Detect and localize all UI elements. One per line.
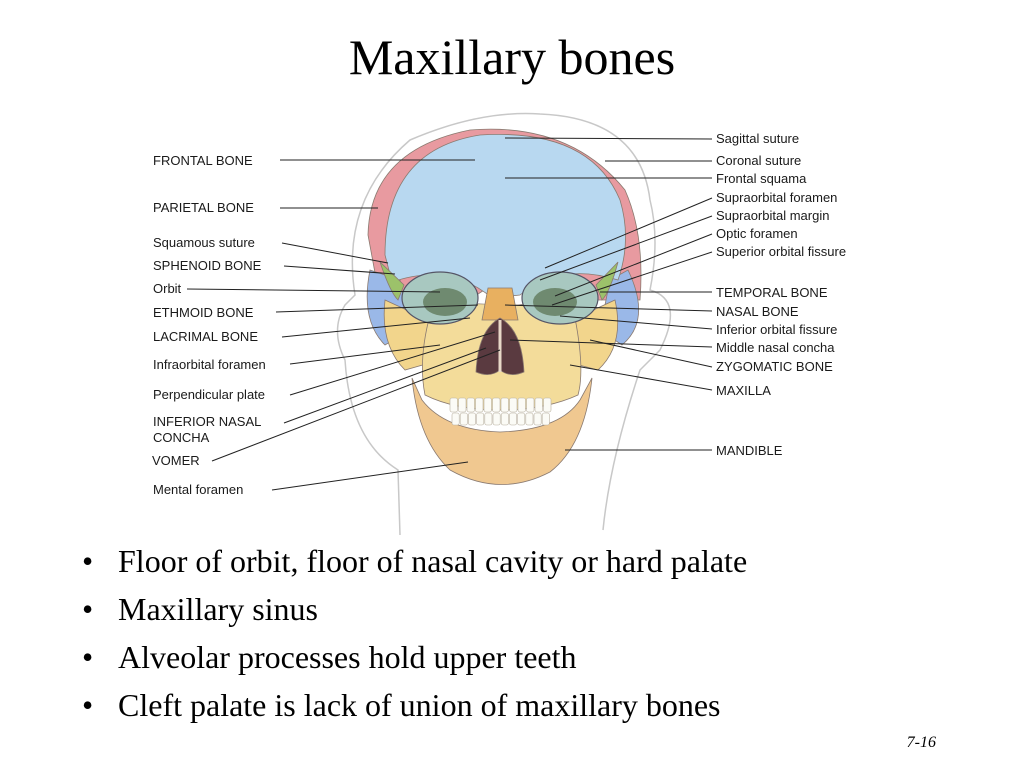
skull-diagram: FRONTAL BONE PARIETAL BONE Squamous sutu… bbox=[152, 112, 846, 536]
upper-tooth bbox=[483, 397, 492, 413]
label-middle-nasal-concha: Middle nasal concha bbox=[716, 340, 835, 355]
label-inferior-orbital-fissure: Inferior orbital fissure bbox=[716, 322, 837, 337]
nasal-bone-shape bbox=[481, 287, 519, 321]
slide-title: Maxillary bones bbox=[348, 29, 676, 85]
bullet-item: Cleft palate is lack of union of maxilla… bbox=[82, 681, 747, 729]
lower-tooth bbox=[533, 412, 542, 426]
label-frontal-bone: FRONTAL BONE bbox=[153, 153, 253, 168]
label-perpendicular-plate: Perpendicular plate bbox=[153, 387, 265, 402]
label-coronal-suture: Coronal suture bbox=[716, 153, 801, 168]
label-supraorbital-foramen: Supraorbital foramen bbox=[716, 190, 837, 205]
lower-tooth bbox=[451, 412, 460, 426]
lower-tooth bbox=[459, 412, 468, 426]
lower-tooth bbox=[468, 412, 476, 426]
lower-tooth bbox=[517, 412, 526, 426]
label-mental-foramen: Mental foramen bbox=[153, 482, 243, 497]
upper-tooth bbox=[449, 397, 458, 413]
label-lacrimal-bone: LACRIMAL BONE bbox=[153, 329, 258, 344]
label-supraorbital-margin: Supraorbital margin bbox=[716, 208, 829, 223]
upper-tooth bbox=[458, 397, 467, 413]
bullet-item: Maxillary sinus bbox=[82, 585, 747, 633]
label-infraorbital-foramen: Infraorbital foramen bbox=[153, 357, 266, 372]
leader-lines-right bbox=[504, 137, 713, 451]
head-outline bbox=[336, 112, 672, 536]
label-orbit: Orbit bbox=[153, 281, 182, 296]
lower-tooth bbox=[541, 412, 550, 426]
lower-tooth bbox=[484, 412, 493, 426]
upper-tooth bbox=[543, 397, 552, 413]
label-ethmoid-bone: ETHMOID BONE bbox=[153, 305, 254, 320]
label-optic-foramen: Optic foramen bbox=[716, 226, 798, 241]
teeth-row bbox=[449, 397, 552, 426]
label-squamous-suture: Squamous suture bbox=[153, 235, 255, 250]
upper-tooth bbox=[500, 397, 509, 413]
bullet-list: Floor of orbit, floor of nasal cavity or… bbox=[82, 537, 747, 729]
upper-tooth bbox=[517, 397, 526, 413]
label-parietal-bone: PARIETAL BONE bbox=[153, 200, 254, 215]
label-temporal-bone: TEMPORAL BONE bbox=[716, 285, 828, 300]
frontal-bone-shape bbox=[384, 134, 626, 299]
upper-tooth bbox=[526, 397, 535, 413]
label-nasal-bone: NASAL BONE bbox=[716, 304, 799, 319]
label-frontal-squama: Frontal squama bbox=[716, 171, 807, 186]
labels-right: Sagittal suture Coronal suture Frontal s… bbox=[716, 131, 846, 458]
bullet-item: Floor of orbit, floor of nasal cavity or… bbox=[82, 537, 747, 585]
label-zygomatic-bone: ZYGOMATIC BONE bbox=[716, 359, 833, 374]
label-maxilla: MAXILLA bbox=[716, 383, 771, 398]
upper-tooth bbox=[466, 397, 475, 413]
slide-number: 7-16 bbox=[906, 734, 936, 751]
labels-left: FRONTAL BONE PARIETAL BONE Squamous sutu… bbox=[152, 153, 266, 497]
lower-tooth bbox=[500, 412, 509, 426]
lower-tooth bbox=[492, 412, 501, 426]
label-vomer: VOMER bbox=[152, 453, 200, 468]
upper-tooth bbox=[509, 397, 518, 413]
lower-tooth bbox=[476, 412, 485, 426]
label-superior-orbital-fissure: Superior orbital fissure bbox=[716, 244, 846, 259]
upper-tooth bbox=[475, 397, 484, 413]
label-sagittal-suture: Sagittal suture bbox=[716, 131, 799, 146]
label-inferior-nasal: INFERIOR NASAL bbox=[153, 414, 261, 429]
lower-tooth bbox=[509, 412, 517, 426]
leader-lines-left bbox=[186, 159, 501, 491]
label-sphenoid-bone: SPHENOID BONE bbox=[153, 258, 262, 273]
label-mandible: MANDIBLE bbox=[716, 443, 783, 458]
upper-tooth bbox=[534, 397, 543, 413]
mandible-shape bbox=[411, 377, 593, 485]
bullet-item: Alveolar processes hold upper teeth bbox=[82, 633, 747, 681]
left-orbit-depth bbox=[423, 288, 467, 316]
lower-tooth bbox=[525, 412, 534, 426]
right-orbit-depth bbox=[533, 288, 577, 316]
sphenoid-bone-shape bbox=[379, 261, 619, 301]
label-concha: CONCHA bbox=[153, 430, 210, 445]
upper-tooth bbox=[492, 397, 501, 413]
